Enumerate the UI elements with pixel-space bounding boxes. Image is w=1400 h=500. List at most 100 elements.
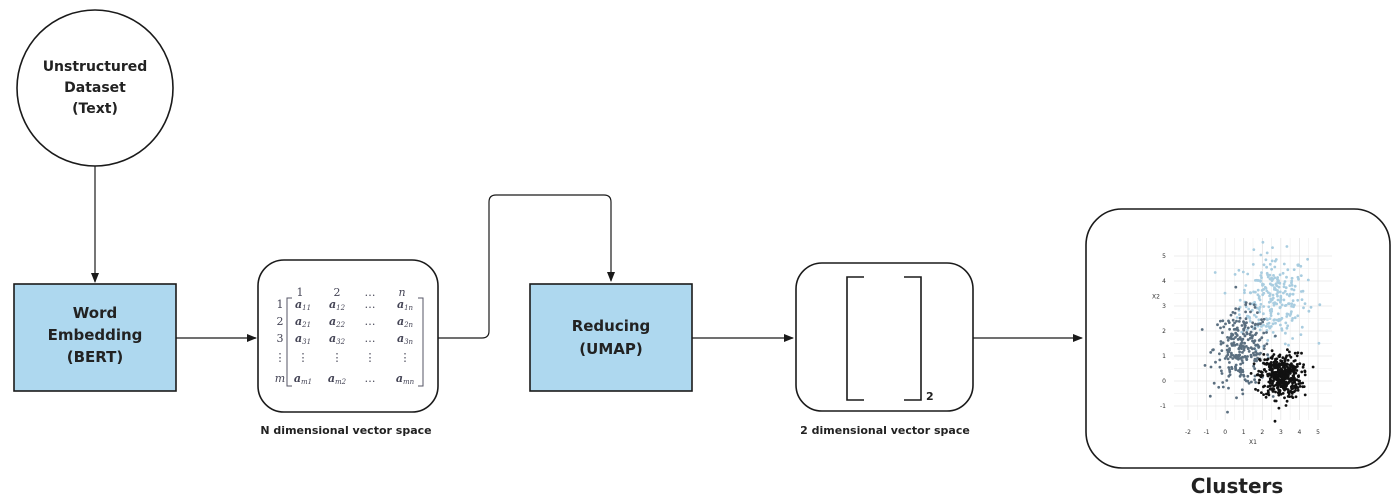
scatter-point <box>1281 356 1285 360</box>
matrix-cell: a1n <box>397 298 414 312</box>
matrix-cell: … <box>365 372 376 385</box>
scatter-point <box>1292 268 1296 271</box>
scatter-point <box>1281 271 1285 275</box>
scatter-point <box>1284 321 1288 325</box>
scatter-point <box>1253 347 1256 350</box>
scatter-point <box>1274 390 1277 394</box>
scatter-point <box>1283 358 1287 362</box>
n-dimensional-node: 1 2 … n 1 2 3 ⋮ m a11 a12 … a1n a21 a22 … <box>257 259 439 413</box>
scatter-point <box>1238 313 1241 316</box>
scatter-point <box>1301 381 1305 385</box>
scatter-point <box>1221 381 1225 384</box>
scatter-point <box>1223 357 1227 360</box>
matrix-row-header: m <box>275 372 285 385</box>
scatter-point <box>1252 248 1256 252</box>
scatter-point <box>1268 277 1272 281</box>
scatter-point <box>1271 293 1275 297</box>
scatter-point <box>1282 361 1286 365</box>
scatter-point <box>1291 384 1294 388</box>
scatter-point <box>1238 298 1242 302</box>
scatter-point <box>1253 378 1256 382</box>
scatter-point <box>1288 371 1292 375</box>
scatter-point <box>1243 378 1247 381</box>
scatter-point <box>1262 317 1266 321</box>
scatter-point <box>1238 353 1241 357</box>
scatter-point <box>1260 325 1263 328</box>
matrix-col-header: … <box>365 286 376 299</box>
scatter-point <box>1303 393 1307 397</box>
scatter-point <box>1257 318 1261 322</box>
scatter-point <box>1200 328 1204 331</box>
scatter-point <box>1301 385 1305 389</box>
scatter-point <box>1283 289 1287 293</box>
scatter-point <box>1265 265 1268 269</box>
scatter-point <box>1300 351 1303 355</box>
scatter-point <box>1245 321 1248 324</box>
scatter-point <box>1281 381 1285 385</box>
scatter-point <box>1272 274 1275 277</box>
scatter-point <box>1252 341 1256 345</box>
scatter-point <box>1277 393 1281 397</box>
scatter-point <box>1241 355 1244 359</box>
scatter-point <box>1284 286 1288 290</box>
plot-grid <box>1174 238 1332 420</box>
scatter-point <box>1268 377 1272 380</box>
scatter-point <box>1242 332 1245 336</box>
scatter-point <box>1300 370 1304 374</box>
scatter-point <box>1228 336 1231 340</box>
x-tick-label: 5 <box>1316 429 1320 436</box>
y-axis-label: X2 <box>1152 294 1160 301</box>
scatter-point <box>1245 331 1249 334</box>
scatter-point <box>1282 298 1286 302</box>
scatter-point <box>1294 395 1298 399</box>
matrix-cell: ⋮ <box>400 351 411 364</box>
scatter-point <box>1248 319 1252 323</box>
scatter-point <box>1277 362 1281 365</box>
scatter-point <box>1246 347 1250 351</box>
x-tick-label: -1 <box>1204 429 1210 436</box>
x-axis-label: X1 <box>1249 439 1257 446</box>
scatter-point <box>1286 324 1290 328</box>
clusters-caption: Clusters <box>1191 474 1284 498</box>
scatter-point <box>1240 359 1244 362</box>
scatter-point <box>1264 395 1268 399</box>
scatter-point <box>1296 263 1300 267</box>
scatter-point <box>1298 385 1302 388</box>
scatter-point <box>1274 334 1277 338</box>
y-tick-label: 2 <box>1162 328 1166 335</box>
y-tick-label: -1 <box>1160 403 1166 410</box>
scatter-point <box>1270 349 1274 353</box>
scatter-point <box>1265 329 1269 332</box>
scatter-point <box>1232 337 1235 341</box>
scatter-point <box>1252 364 1255 368</box>
scatter-point <box>1262 312 1265 316</box>
scatter-point <box>1263 344 1266 348</box>
scatter-point <box>1266 353 1269 357</box>
scatter-point <box>1306 278 1310 282</box>
scatter-point <box>1271 331 1275 334</box>
scatter-point <box>1263 285 1267 289</box>
scatter-point <box>1289 390 1293 393</box>
scatter-point <box>1278 380 1281 384</box>
scatter-point <box>1263 368 1266 371</box>
matrix-cell: amn <box>396 372 415 386</box>
x-tick-label: 2 <box>1260 429 1264 436</box>
scatter-point <box>1218 352 1221 356</box>
scatter-point <box>1265 289 1269 293</box>
scatter-point <box>1271 373 1275 377</box>
scatter-point <box>1286 395 1290 398</box>
scatter-point <box>1280 376 1284 380</box>
scatter-point <box>1225 379 1229 382</box>
scatter-point <box>1290 287 1294 291</box>
scatter-point <box>1212 381 1216 385</box>
scatter-point <box>1234 368 1238 372</box>
scatter-point <box>1245 328 1249 332</box>
scatter-point <box>1231 318 1235 322</box>
scatter-point <box>1266 357 1270 361</box>
scatter-point <box>1244 310 1247 314</box>
scatter-point <box>1227 350 1231 354</box>
x-tick-label: 0 <box>1223 429 1227 436</box>
scatter-point <box>1252 290 1255 294</box>
scatter-point <box>1257 381 1261 385</box>
